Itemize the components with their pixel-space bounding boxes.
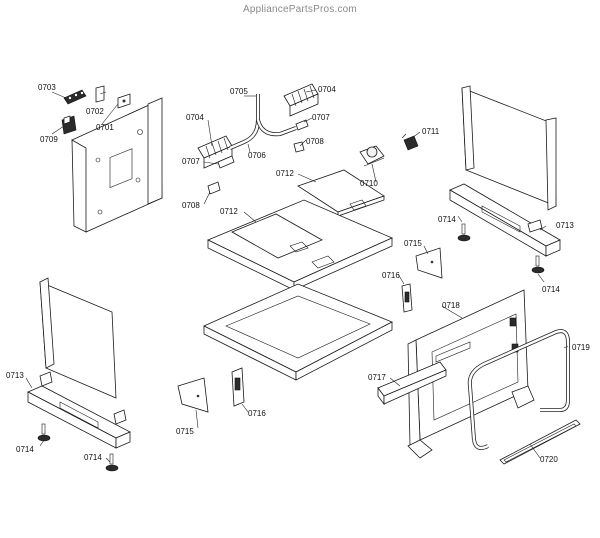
part-labels: 0703 0702 0701 0709 0704 0705 0704 0707 … xyxy=(6,83,590,464)
label-0707-right: 0707 xyxy=(312,113,330,122)
label-0714-right-a: 0714 xyxy=(438,215,456,224)
igniter-0704-left[interactable] xyxy=(197,135,233,169)
clip-0708-left[interactable] xyxy=(207,181,221,195)
handle-0719[interactable] xyxy=(467,329,570,450)
base-rail-0713-left[interactable] xyxy=(27,371,131,449)
leveling-foot-0714-left-a[interactable] xyxy=(37,423,51,442)
label-0706: 0706 xyxy=(248,151,266,160)
label-0715-left: 0715 xyxy=(176,427,194,436)
oven-frame-0712-left[interactable] xyxy=(207,199,393,291)
connector-0711[interactable] xyxy=(401,133,419,151)
label-0716-right: 0716 xyxy=(382,271,400,280)
label-0715-right: 0715 xyxy=(404,239,422,248)
switch-0709[interactable] xyxy=(61,115,77,135)
bracket-0707-right[interactable] xyxy=(295,119,309,131)
tray-0717[interactable] xyxy=(377,361,447,406)
oven-bottom-plate[interactable] xyxy=(203,283,393,381)
label-0717: 0717 xyxy=(368,373,386,382)
rear-left-panel[interactable] xyxy=(71,97,163,233)
rail-0720[interactable] xyxy=(499,419,581,465)
valve-0710[interactable] xyxy=(359,145,385,167)
hinge-0716-right[interactable] xyxy=(401,283,413,313)
label-0714-left-b: 0714 xyxy=(84,453,102,462)
watermark: AppliancePartsPros.com xyxy=(243,4,357,15)
leader-lines xyxy=(25,89,569,463)
label-0714-right-b: 0714 xyxy=(542,285,560,294)
label-0713-right: 0713 xyxy=(556,221,574,230)
label-0701: 0701 xyxy=(96,123,114,132)
label-0708-left: 0708 xyxy=(182,201,200,210)
igniter-0704-right[interactable] xyxy=(283,83,319,117)
bracket-0715-left[interactable] xyxy=(177,377,209,413)
label-0713-left: 0713 xyxy=(6,371,24,380)
label-0720: 0720 xyxy=(540,455,558,464)
bracket-0707-left[interactable] xyxy=(217,155,235,169)
leveling-foot-0714-right-b[interactable] xyxy=(531,255,545,274)
label-0718: 0718 xyxy=(442,301,460,310)
rear-right-panel[interactable] xyxy=(461,85,557,211)
label-0709: 0709 xyxy=(40,135,58,144)
bracket-0715-right[interactable] xyxy=(415,247,443,279)
terminal-block-0703[interactable] xyxy=(63,89,87,105)
label-0708-right: 0708 xyxy=(306,137,324,146)
label-0704-left: 0704 xyxy=(186,113,204,122)
tube-0705[interactable] xyxy=(229,94,297,150)
bracket-0701-top[interactable] xyxy=(117,93,131,109)
label-0712-right: 0712 xyxy=(276,169,294,178)
left-side-panel[interactable] xyxy=(39,277,117,399)
label-0716-left: 0716 xyxy=(248,409,266,418)
label-0704-right: 0704 xyxy=(318,85,336,94)
label-0714-left-a: 0714 xyxy=(16,445,34,454)
label-0711: 0711 xyxy=(422,127,440,136)
hinge-0716-left[interactable] xyxy=(231,367,245,407)
label-0712-left: 0712 xyxy=(220,207,238,216)
base-rail-0713-right[interactable] xyxy=(449,183,561,257)
top-plate-0712-right[interactable] xyxy=(297,169,385,217)
leveling-foot-0714-right-a[interactable] xyxy=(457,223,471,242)
label-0702: 0702 xyxy=(86,107,104,116)
leveling-foot-0714-left-b[interactable] xyxy=(105,453,119,472)
label-0710: 0710 xyxy=(360,179,378,188)
label-0703: 0703 xyxy=(38,83,56,92)
label-0705: 0705 xyxy=(230,87,248,96)
label-0707-left: 0707 xyxy=(182,157,200,166)
door-frame-0718[interactable] xyxy=(407,289,535,459)
label-0719: 0719 xyxy=(572,343,590,352)
